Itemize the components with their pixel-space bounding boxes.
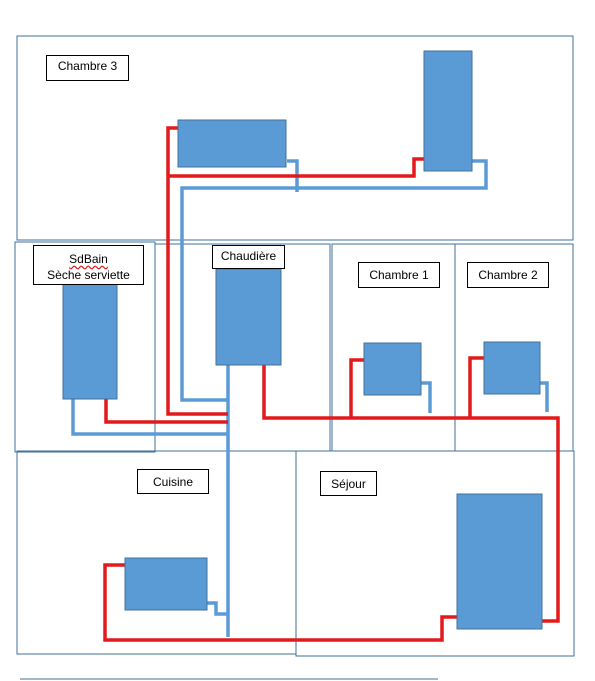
label-sdbain: SdBain Sèche serviette [33, 245, 144, 285]
label-chambre-2: Chambre 2 [467, 262, 549, 288]
label-chambre-1: Chambre 1 [358, 262, 440, 288]
supply-pipe-chambre3 [166, 126, 424, 416]
radiator-cuisine [124, 557, 208, 611]
label-chambre-2-text: Chambre 2 [478, 268, 538, 282]
room-sejour [295, 450, 575, 657]
label-sejour-text: Séjour [331, 477, 366, 491]
label-chambre-3-text: Chambre 3 [57, 59, 118, 73]
label-sejour: Séjour [320, 471, 377, 496]
radiator-chambre3-horizontal [177, 119, 287, 168]
supply-pipe-main [262, 364, 560, 623]
radiator-sejour [456, 493, 543, 630]
label-cuisine-text: Cuisine [152, 475, 194, 489]
supply-pipe-chambre1 [349, 358, 364, 418]
return-pipe-chambre3 [180, 159, 488, 402]
supply-pipe-sdbain [104, 398, 228, 424]
return-pipe-cuisine [207, 601, 228, 616]
label-chambre-3: Chambre 3 [46, 55, 129, 81]
label-chambre-1-text: Chambre 1 [369, 268, 429, 282]
towel-dryer-sdbain [62, 283, 118, 400]
return-pipe-chambre2 [540, 381, 549, 412]
label-chaudiere: Chaudière [212, 245, 285, 269]
boiler [215, 268, 282, 366]
return-pipe-chambre1 [421, 381, 432, 413]
label-cuisine: Cuisine [137, 469, 209, 494]
radiator-chambre3-vertical [423, 50, 473, 172]
supply-pipe-chambre2 [468, 356, 484, 418]
radiator-chambre1 [363, 342, 422, 396]
radiator-chambre2 [483, 341, 541, 395]
label-seche-serviette-text: Sèche serviette [47, 268, 130, 282]
return-pipe-sdbain [71, 398, 228, 436]
supply-pipe-cuisine-sejour [103, 563, 457, 642]
room-chambre-3 [16, 35, 574, 241]
label-chaudiere-text: Chaudière [220, 249, 277, 263]
label-sdbain-text: SdBain [69, 252, 108, 266]
